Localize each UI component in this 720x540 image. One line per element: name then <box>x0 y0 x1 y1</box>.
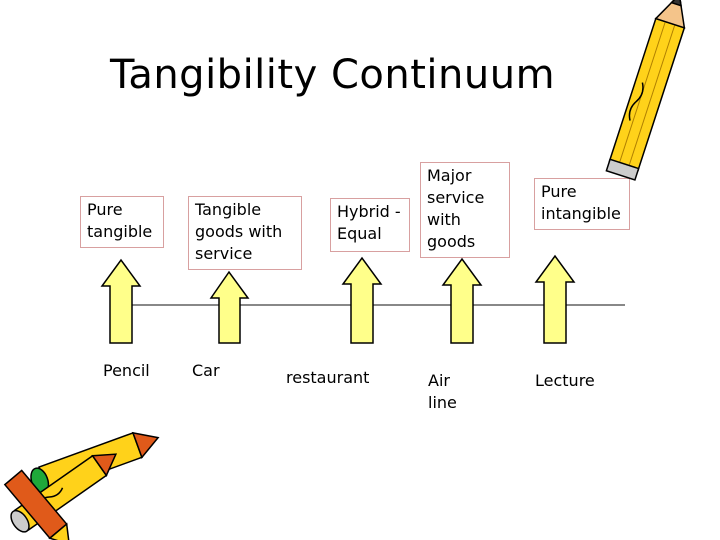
category-box-pure-intangible: Pure intangible <box>534 178 630 230</box>
page-title: Tangibility Continuum <box>110 52 556 98</box>
arrow-up-1 <box>100 258 142 344</box>
arrow-up-3 <box>341 256 383 344</box>
arrow-up-4 <box>441 257 483 344</box>
arrow-up-2 <box>209 270 250 344</box>
category-box-major-service: Major service with goods <box>420 162 510 258</box>
category-label: Pure intangible <box>541 182 621 223</box>
category-label: Major service with goods <box>427 166 485 251</box>
category-label: Hybrid - Equal <box>337 202 401 243</box>
example-car: Car <box>192 361 220 380</box>
category-label: Tangible goods with service <box>195 200 283 263</box>
category-box-hybrid: Hybrid - Equal <box>330 198 410 252</box>
arrow-up-5 <box>534 254 576 344</box>
category-box-pure-tangible: Pure tangible <box>80 196 164 248</box>
example-pencil: Pencil <box>103 361 150 380</box>
example-airline: Air line <box>428 371 457 412</box>
category-label: Pure tangible <box>87 200 153 241</box>
category-box-tangible-goods: Tangible goods with service <box>188 196 302 270</box>
example-restaurant: restaurant <box>286 368 370 387</box>
example-lecture: Lecture <box>535 371 595 390</box>
